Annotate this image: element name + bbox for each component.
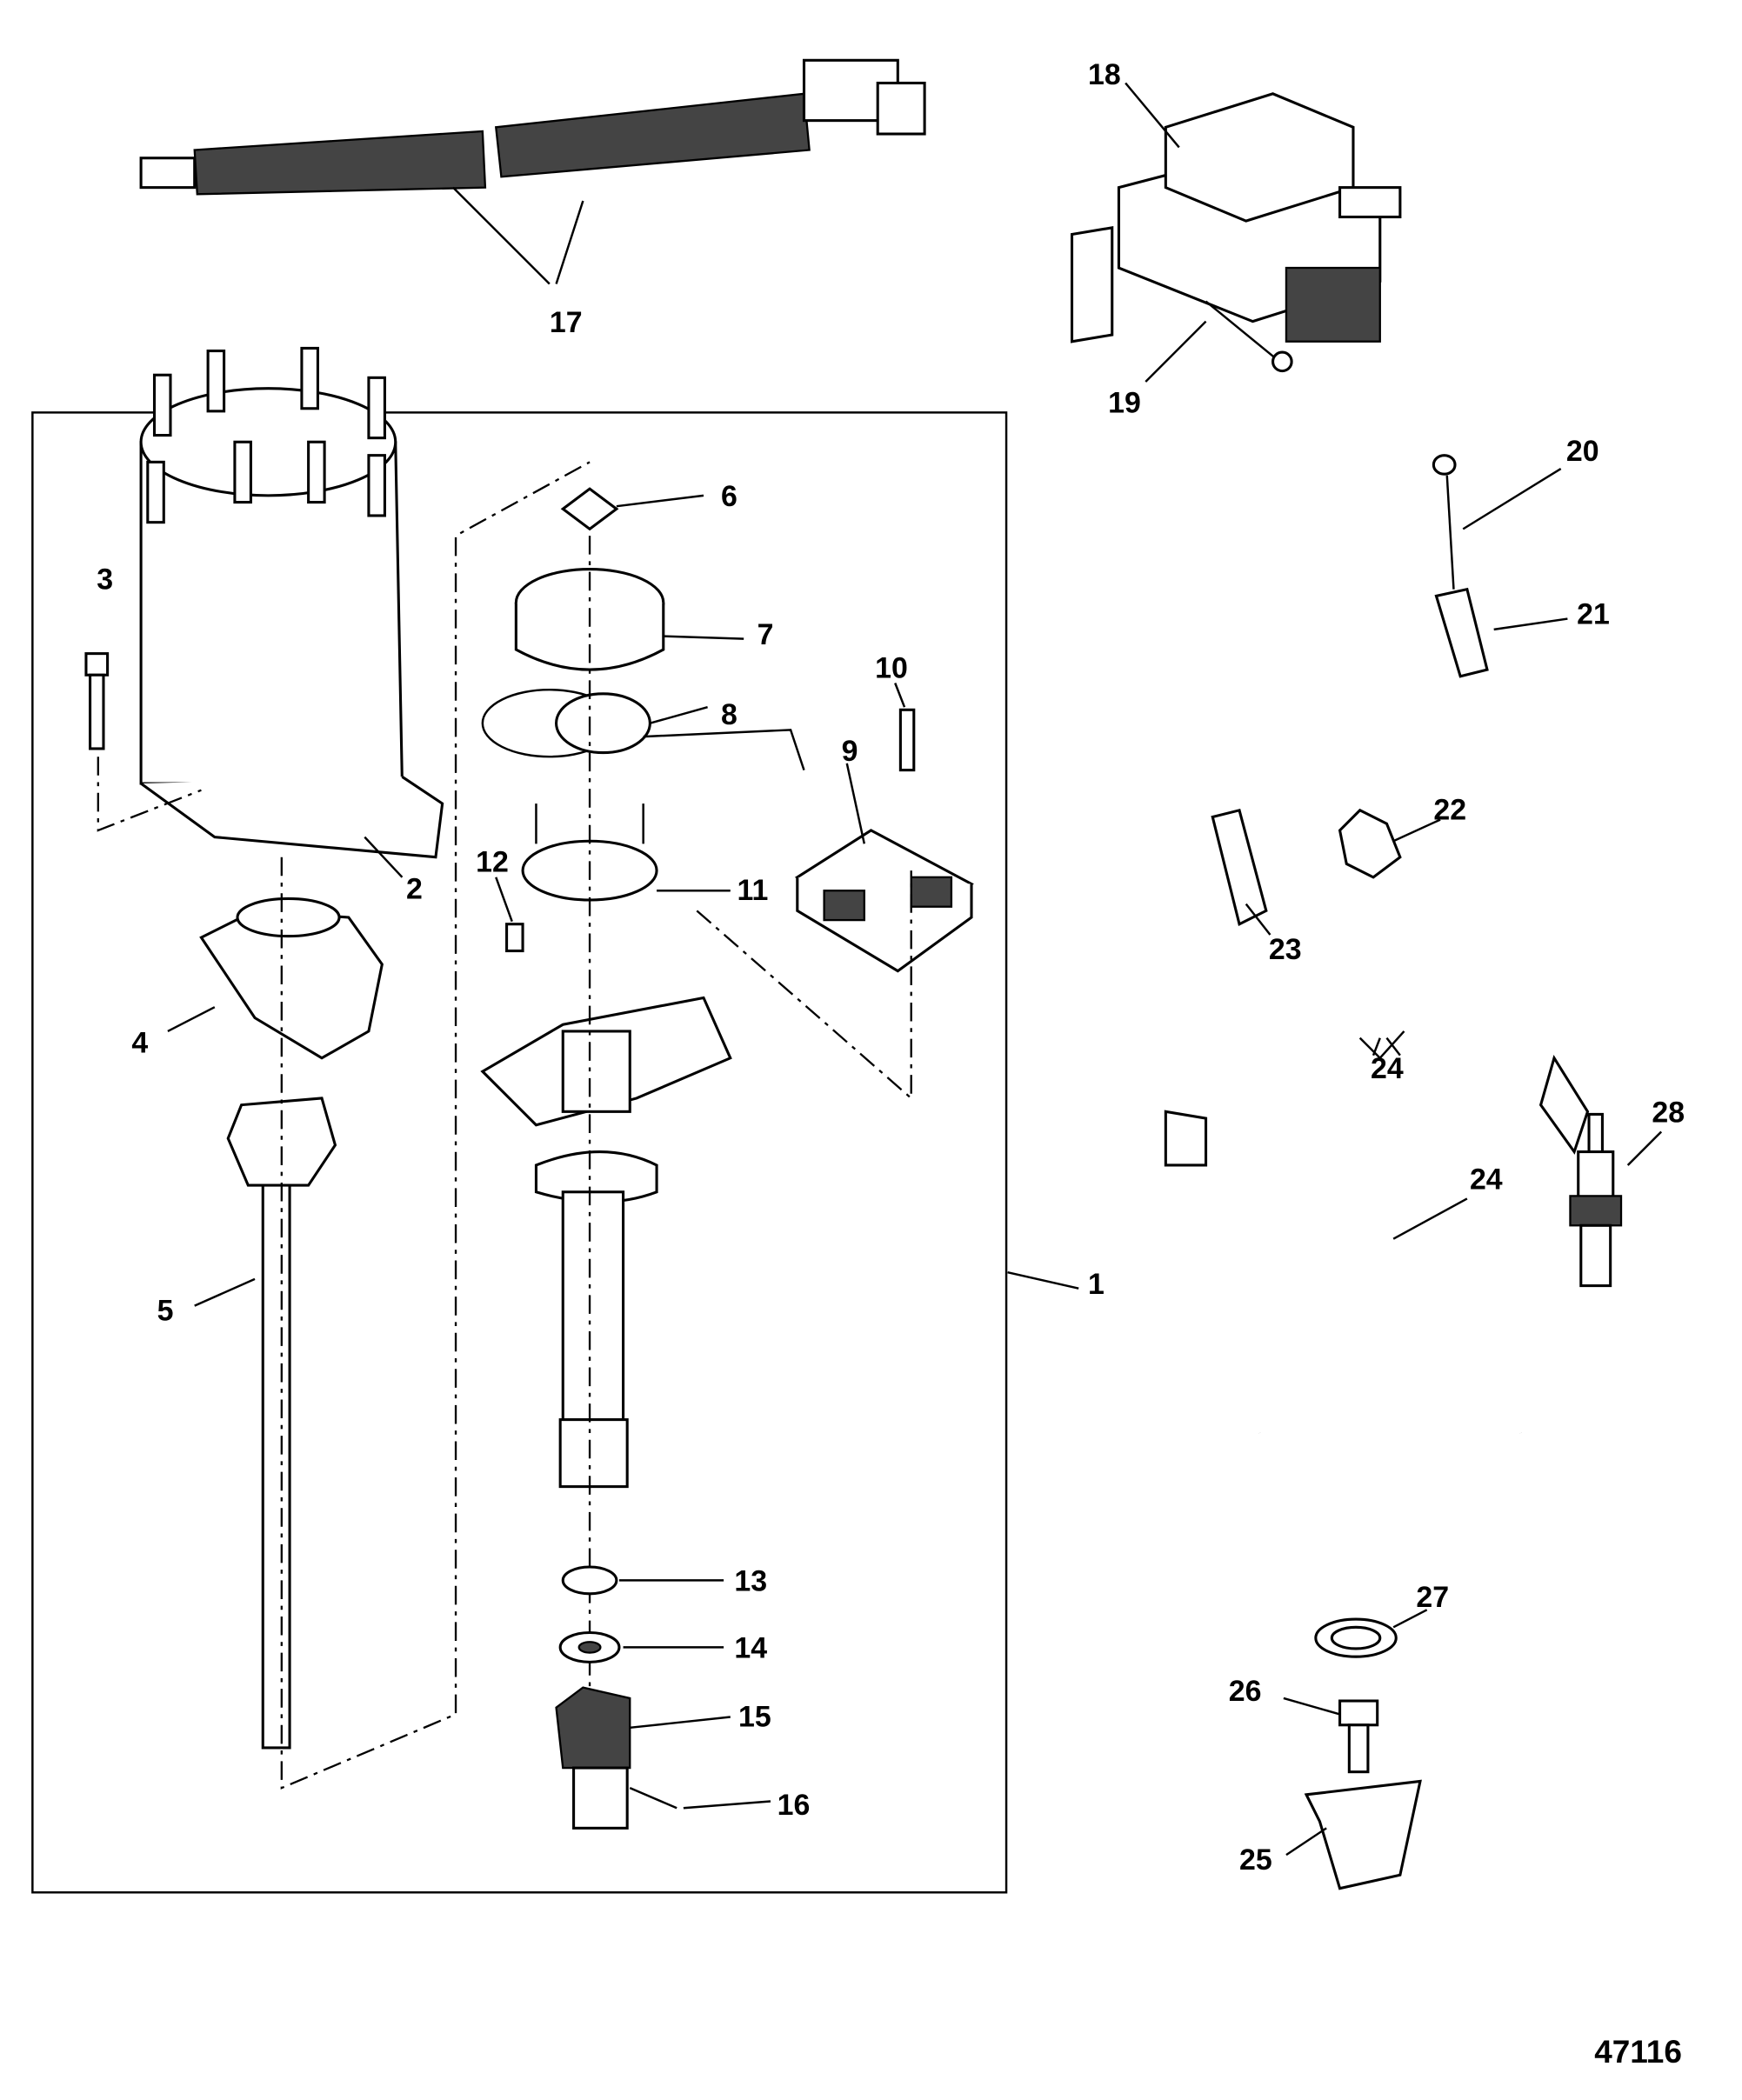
callout-17: 17 — [550, 306, 583, 339]
callout-15: 15 — [738, 1700, 771, 1733]
callout-3: 3 — [97, 563, 113, 597]
spark-plug-part — [1569, 1112, 1623, 1288]
callout-24-upper: 24 — [1371, 1052, 1404, 1085]
callout-7: 7 — [758, 618, 774, 651]
callout-5: 5 — [157, 1295, 174, 1328]
callout-1: 1 — [1088, 1268, 1105, 1301]
callout-9: 9 — [842, 735, 858, 768]
callout-14: 14 — [734, 1632, 767, 1665]
callout-16: 16 — [778, 1789, 811, 1822]
callout-10: 10 — [875, 651, 908, 684]
callout-21: 21 — [1577, 598, 1610, 631]
callout-20: 20 — [1566, 435, 1599, 468]
callout-11: 11 — [737, 874, 768, 907]
callout-23: 23 — [1269, 933, 1302, 966]
figure-id: 47116 — [1594, 2034, 1682, 2070]
retainer-part-22 — [1338, 808, 1402, 879]
callout-25: 25 — [1239, 1843, 1272, 1877]
callout-2: 2 — [406, 872, 423, 905]
clip-part-21 — [1434, 587, 1489, 678]
callout-26: 26 — [1229, 1675, 1262, 1708]
callout-4: 4 — [131, 1027, 148, 1060]
distributor-cap-part — [139, 346, 444, 859]
callout-27: 27 — [1416, 1581, 1449, 1614]
callout-18: 18 — [1088, 58, 1121, 91]
callout-24-lower: 24 — [1470, 1163, 1503, 1197]
clip-part-23 — [1211, 808, 1268, 926]
callout-19: 19 — [1108, 386, 1141, 419]
shaft-part — [261, 1183, 291, 1750]
callout-28: 28 — [1652, 1097, 1685, 1130]
callout-12: 12 — [476, 846, 509, 879]
wiring-harness-part — [139, 58, 926, 196]
callout-22: 22 — [1433, 794, 1466, 827]
shaft-gear-part — [226, 1097, 337, 1187]
callout-8: 8 — [721, 698, 738, 731]
distributor-assembly-box — [31, 411, 1008, 1894]
callout-6: 6 — [721, 480, 738, 513]
callout-13: 13 — [734, 1565, 767, 1598]
ignition-coil-part — [1070, 92, 1402, 343]
